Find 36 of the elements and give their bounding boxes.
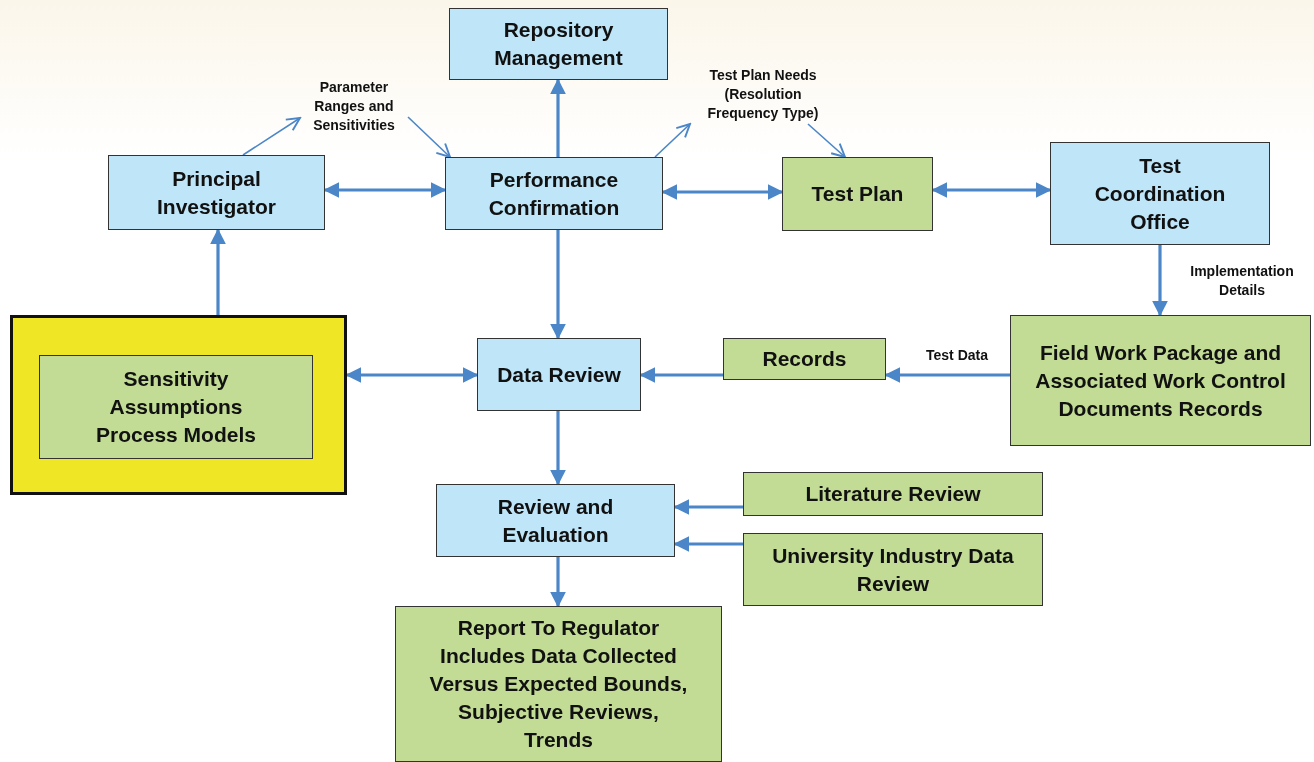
process-box: Principal Investigator — [108, 155, 325, 230]
arrow — [639, 367, 723, 383]
annotation-text: Test Plan Needs (Resolution Frequency Type) — [690, 64, 836, 124]
arrow — [661, 184, 784, 200]
process-box: Sensitivity Assumptions Process Models — [39, 355, 313, 459]
arrow — [550, 230, 566, 340]
arrow — [807, 123, 846, 158]
process-box: Test Coordination Office — [1050, 142, 1270, 245]
arrow — [210, 228, 226, 315]
process-box: Records — [723, 338, 886, 380]
arrow — [550, 557, 566, 608]
arrow — [931, 182, 1052, 198]
box-shape — [10, 315, 347, 495]
arrow — [673, 499, 743, 515]
arrow — [673, 536, 743, 552]
process-box: Report To Regulator Includes Data Collected Versus Expected Bounds, Subjective Reviews, Trends — [395, 606, 722, 762]
arrow — [323, 182, 447, 198]
arrow — [1152, 245, 1168, 317]
arrow — [884, 367, 1010, 383]
arrow — [550, 78, 566, 157]
arrow — [550, 411, 566, 486]
process-box: Review and Evaluation — [436, 484, 675, 557]
arrow — [345, 367, 479, 383]
process-box: Field Work Package and Associated Work Control Documents Records — [1010, 315, 1311, 446]
process-box: University Industry Data Review — [743, 533, 1043, 606]
arrow — [407, 116, 451, 158]
edge-label: Test Data — [925, 346, 989, 365]
annotation-text: Parameter Ranges and Sensitivities — [300, 76, 408, 136]
arrow — [654, 123, 691, 158]
process-box: Literature Review — [743, 472, 1043, 516]
process-box: Performance Confirmation — [445, 157, 663, 230]
edge-label: Implementation Details — [1189, 262, 1295, 300]
arrow — [242, 117, 301, 156]
process-box: Data Review — [477, 338, 641, 411]
process-box: Repository Management — [449, 8, 668, 80]
process-box: Test Plan — [782, 157, 933, 231]
